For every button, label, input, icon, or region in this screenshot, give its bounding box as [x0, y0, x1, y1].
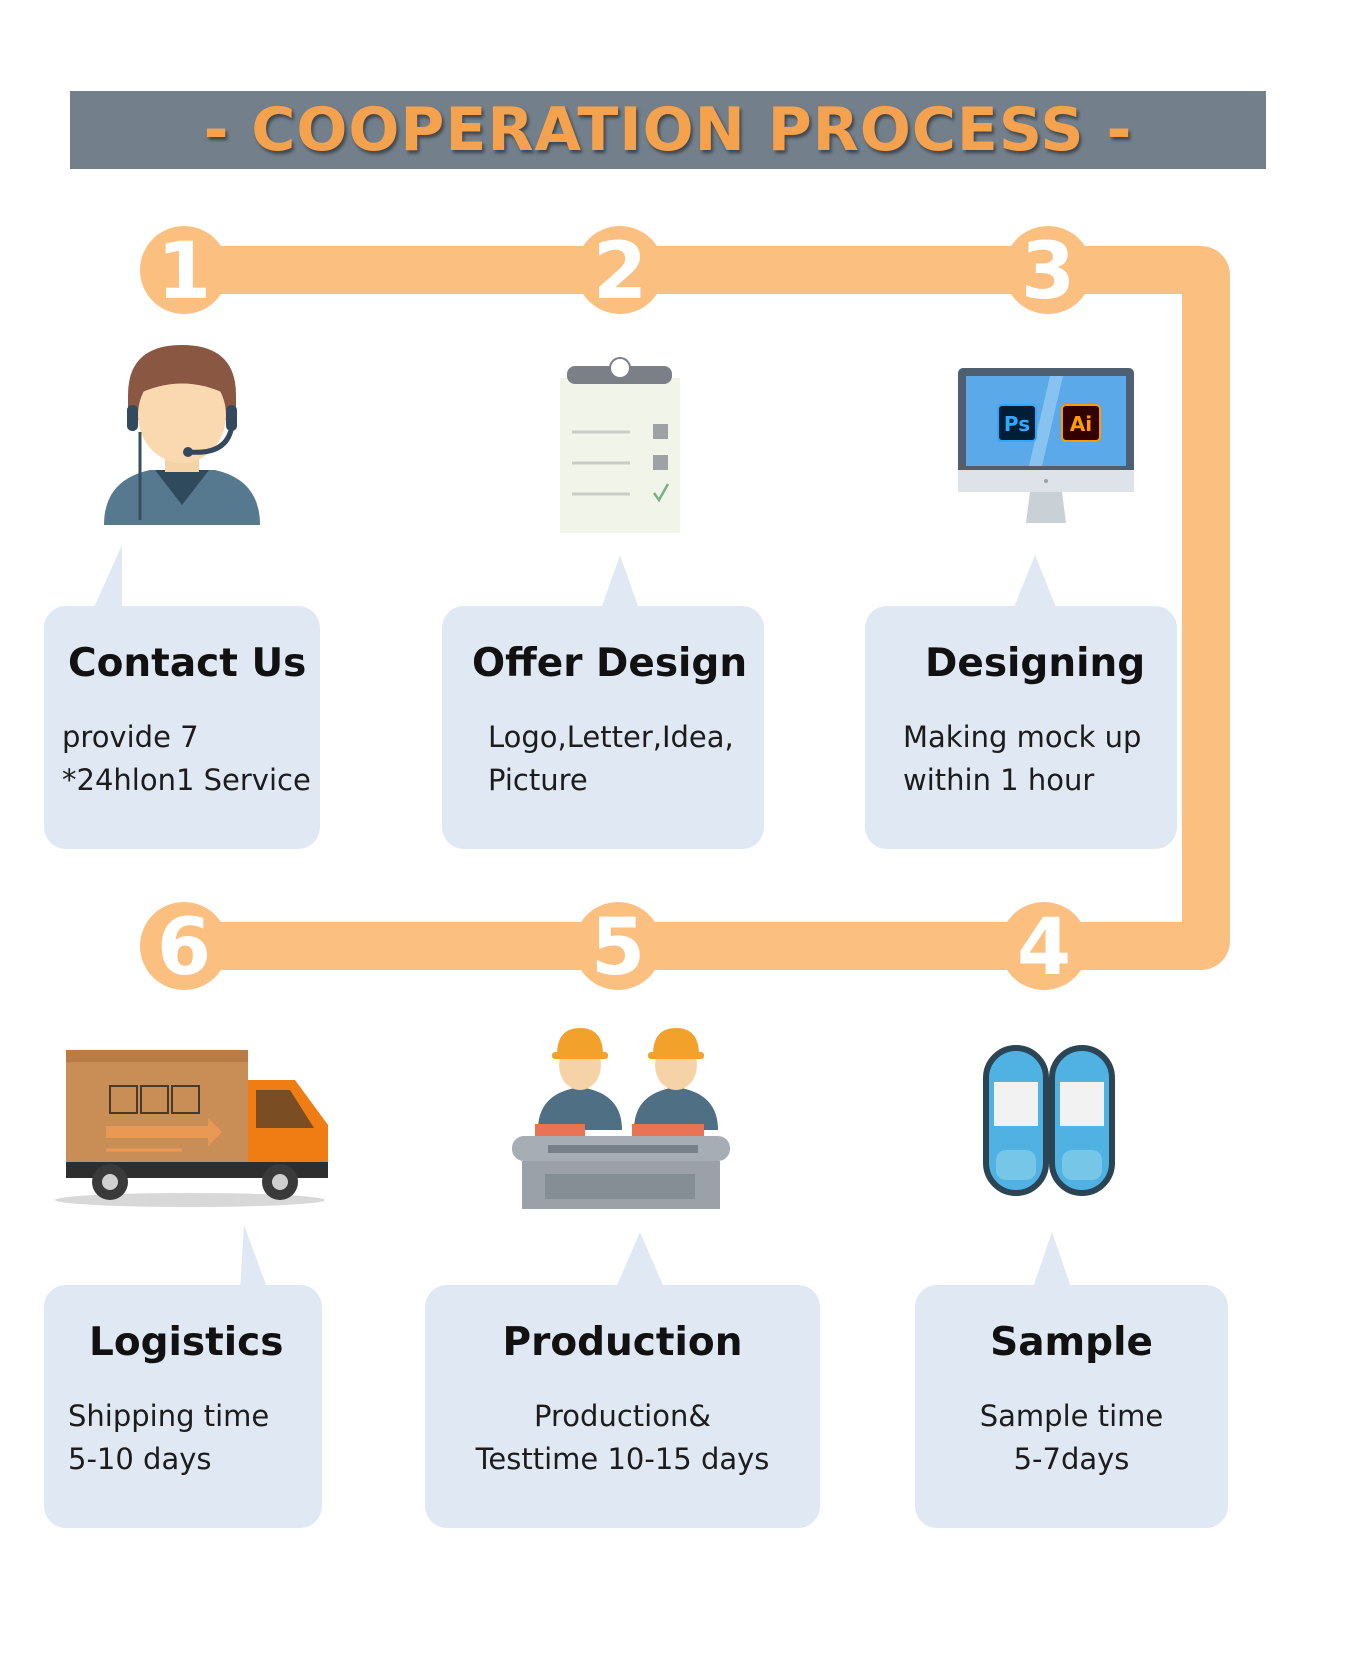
step-title: Contact Us: [68, 641, 307, 686]
step-number-2-label: 2: [593, 227, 647, 317]
step-card-offer-design: Offer Design Logo,Letter,Idea, Picture: [442, 606, 764, 849]
slippers-icon: [983, 1045, 1115, 1196]
step-description: Logo,Letter,Idea, Picture: [488, 720, 734, 797]
step-number-6: 6: [140, 902, 228, 993]
step-card-sample: Sample Sample time 5-7days: [915, 1285, 1228, 1528]
step-title: Production: [502, 1320, 743, 1365]
step-card-logistics: Logistics Shipping time 5-10 days: [44, 1285, 322, 1528]
step-number-1: 1: [140, 226, 228, 317]
step-number-2: 2: [576, 226, 664, 317]
step-number-5-label: 5: [591, 903, 645, 993]
step-card-designing: Designing Making mock up within 1 hour: [865, 606, 1177, 849]
step-description: Shipping time 5-10 days: [68, 1399, 270, 1476]
step-description: provide 7 *24hlon1 Service: [62, 720, 311, 797]
step-number-3-label: 3: [1021, 227, 1075, 317]
bubble-pointer-1: [92, 545, 122, 612]
bubble-pointer-6: [240, 1225, 268, 1290]
page-title: - COOPERATION PROCESS -: [203, 95, 1133, 165]
step-title: Offer Design: [472, 641, 748, 686]
step-description: Making mock up within 1 hour: [903, 720, 1142, 797]
step-number-4-label: 4: [1017, 903, 1071, 993]
step-title: Designing: [925, 641, 1146, 686]
factory-workers-icon: [512, 1028, 730, 1209]
step-title: Logistics: [89, 1320, 284, 1365]
step-card-contact-us: Contact Us provide 7 *24hlon1 Service: [44, 606, 320, 849]
monitor-design-apps-icon: Ps Ai: [958, 368, 1134, 523]
delivery-truck-icon: [55, 1050, 328, 1207]
bubble-pointer-2: [600, 555, 640, 612]
photoshop-badge-label: Ps: [1004, 412, 1030, 436]
step-card-production: Production Production& Testtime 10-15 da…: [425, 1285, 820, 1528]
bubble-pointer-5: [615, 1232, 665, 1290]
clipboard-checklist-icon: [560, 357, 680, 533]
title-banner: - COOPERATION PROCESS -: [70, 91, 1266, 169]
step-number-1-label: 1: [157, 227, 211, 317]
process-track: [182, 246, 1230, 970]
illustrator-badge-label: Ai: [1070, 412, 1092, 436]
bubble-pointer-4: [1032, 1232, 1072, 1290]
step-number-3: 3: [1004, 226, 1092, 317]
step-description: Sample time 5-7days: [979, 1399, 1164, 1476]
step-number-4: 4: [1000, 902, 1088, 993]
step-number-6-label: 6: [157, 903, 211, 993]
bubble-pointer-3: [1012, 555, 1058, 612]
step-number-5: 5: [574, 902, 662, 993]
step-title: Sample: [990, 1320, 1153, 1365]
customer-service-agent-icon: [104, 345, 260, 525]
step-description: Production& Testtime 10-15 days: [475, 1399, 770, 1476]
